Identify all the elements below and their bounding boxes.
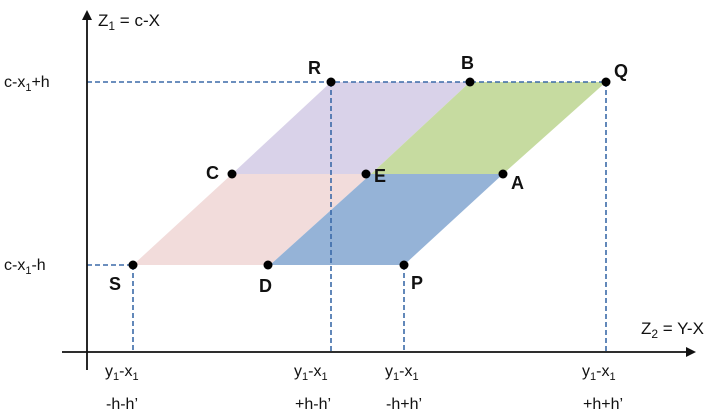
label-d: D — [259, 276, 272, 296]
point-s — [128, 260, 138, 270]
x-tick-q: y1-x1 +h+h’ — [582, 363, 623, 413]
label-a: A — [511, 173, 524, 193]
region-purple — [232, 82, 470, 174]
svg-text:+h-h’: +h-h’ — [295, 396, 331, 413]
x-tick-r: y1-x1 +h-h’ — [294, 363, 331, 413]
point-d — [263, 260, 273, 270]
point-e — [361, 169, 371, 179]
svg-text:y1-x1: y1-x1 — [385, 363, 419, 383]
point-q — [601, 77, 611, 87]
svg-text:+h+h’: +h+h’ — [583, 396, 623, 413]
svg-text:y1-x1: y1-x1 — [582, 363, 616, 383]
label-r: R — [308, 58, 321, 78]
point-r — [326, 77, 336, 87]
region-blue — [270, 174, 503, 265]
region-green — [371, 82, 606, 174]
point-c — [227, 169, 237, 179]
label-c: C — [206, 163, 219, 183]
svg-text:y1-x1: y1-x1 — [294, 363, 328, 383]
label-b: B — [461, 53, 474, 73]
label-s: S — [109, 274, 121, 294]
label-e: E — [374, 166, 386, 186]
x-tick-s: y1-x1 -h-h’ — [105, 363, 139, 413]
y-tick-bottom: c-x1-h — [4, 257, 46, 277]
y-tick-top: c-x1+h — [4, 74, 50, 94]
svg-text:-h-h’: -h-h’ — [106, 396, 138, 413]
point-a — [498, 169, 508, 179]
label-q: Q — [614, 61, 628, 81]
point-p — [399, 260, 409, 270]
region-pink — [133, 174, 371, 265]
label-p: P — [411, 273, 423, 293]
vertical-axis-label: Z1 = c-X — [98, 11, 160, 33]
x-tick-p: y1-x1 -h+h’ — [385, 363, 422, 413]
horizontal-axis-label: Z2 = Y-X — [641, 319, 704, 341]
svg-text:y1-x1: y1-x1 — [105, 363, 139, 383]
svg-text:-h+h’: -h+h’ — [386, 396, 422, 413]
point-b — [465, 77, 475, 87]
